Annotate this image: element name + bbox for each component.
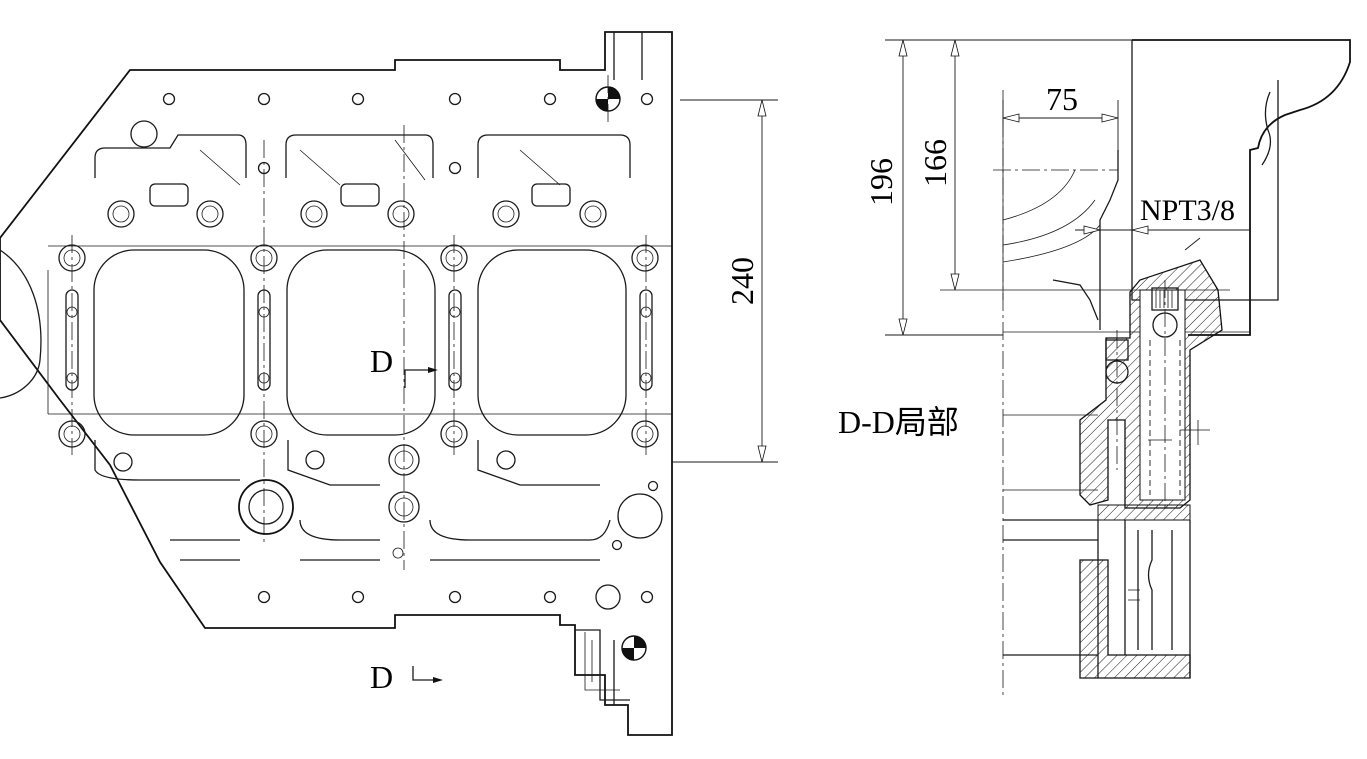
dimension-166: 166 (917, 39, 960, 291)
section-view: 196 166 75 NPT3/8 D-D局部 (838, 39, 1351, 695)
dimension-196: 196 (863, 39, 1132, 336)
top-bolt-holes (130, 92, 654, 175)
datum-target-icon (595, 86, 621, 112)
section-arrow-upper (404, 367, 438, 388)
cylinder-bores (47, 245, 672, 436)
oil-slots (65, 289, 653, 391)
jacket-pockets (94, 134, 631, 207)
dimension-240-label: 240 (724, 257, 760, 305)
block-outline (0, 31, 673, 736)
section-outline (1132, 39, 1351, 336)
bottom-bolt-holes (257, 480, 663, 610)
section-mark-upper: D (370, 343, 393, 379)
dimension-196-label: 196 (863, 158, 899, 206)
dimension-75: 75 (1002, 81, 1119, 150)
dimension-166-label: 166 (917, 139, 953, 187)
head-bolt-holes (58, 200, 659, 448)
dimension-240: 240 (672, 99, 778, 463)
hatched-section-lower (1079, 559, 1191, 679)
plan-view: D D 240 (0, 31, 778, 736)
thread-callout-label: NPT3/8 (1140, 194, 1235, 227)
dimension-75-label: 75 (1046, 81, 1078, 117)
center-lines (71, 75, 647, 570)
section-title: D-D局部 (838, 404, 959, 440)
thread-callout: NPT3/8 (1075, 194, 1250, 251)
datum-target-icon (621, 635, 647, 661)
lower-structure (94, 139, 611, 561)
section-arrow-lower (412, 666, 443, 683)
section-mark-lower: D (370, 659, 393, 695)
oil-passage (1105, 280, 1210, 510)
